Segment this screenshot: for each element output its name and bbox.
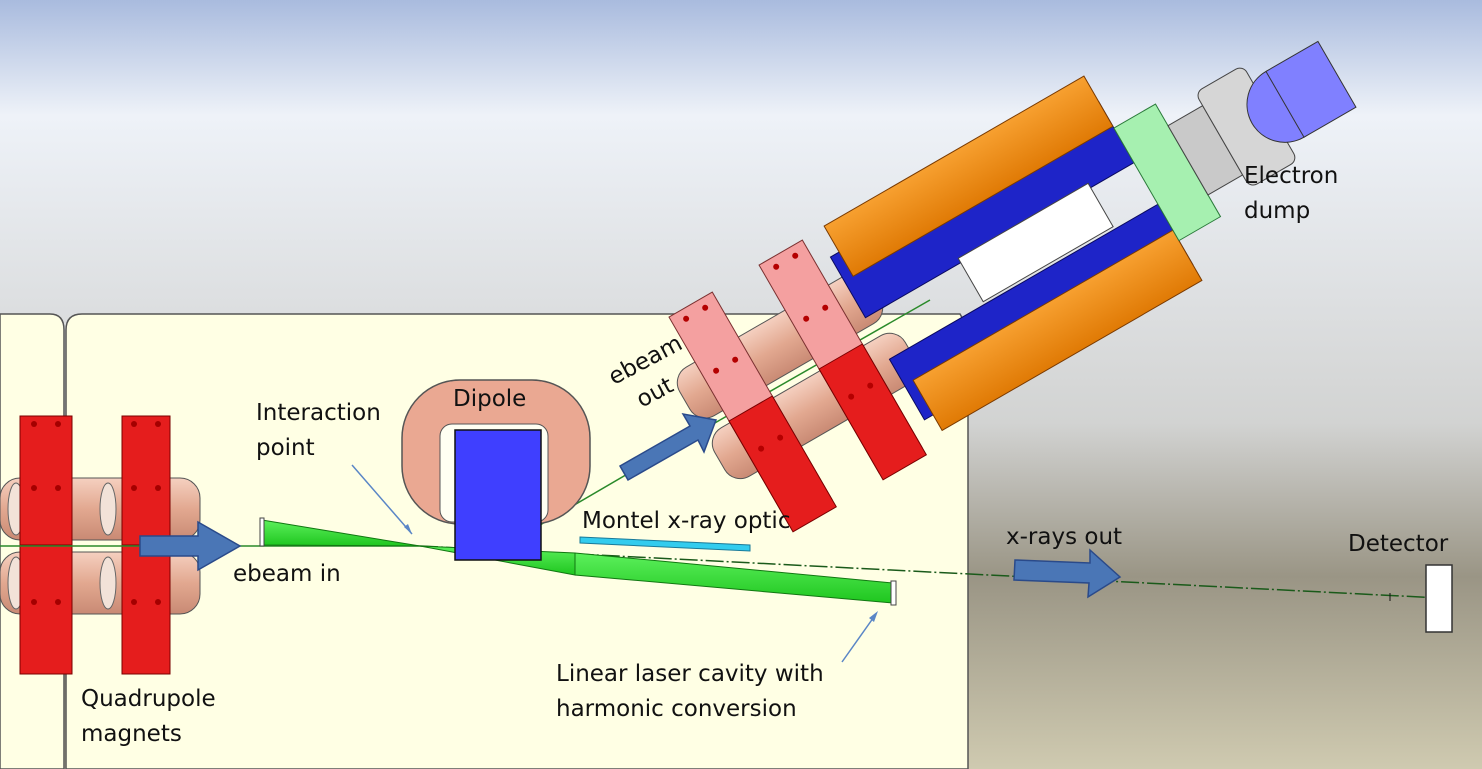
- quadrupole-label-line1: Quadrupole: [81, 686, 216, 712]
- interaction-point-pointer: [351, 464, 413, 535]
- detector-label: Detector: [1348, 531, 1449, 557]
- xrays-out-label: x-rays out: [1006, 524, 1123, 550]
- ebeam-in-arrow: [139, 520, 242, 572]
- ebeam-in-label: ebeam in: [233, 561, 341, 587]
- quadrupole-magnets: [0, 415, 201, 675]
- electron-dump-label: Electron dump: [1244, 159, 1338, 229]
- laser-cavity-label-line1: Linear laser cavity with: [556, 661, 824, 687]
- laser-cavity-label: Linear laser cavity with harmonic conver…: [556, 657, 824, 727]
- dipole-label: Dipole: [453, 386, 527, 412]
- electron-dump-label-line2: dump: [1244, 198, 1311, 224]
- electron-dump: [823, 40, 1357, 432]
- ebeam-out-arrow: [618, 412, 718, 482]
- laser-cavity-arrowhead: [869, 611, 878, 622]
- interaction-point-label-line1: Interaction: [256, 400, 381, 426]
- detector: [1389, 564, 1453, 633]
- outgoing-quadrupoles: [668, 239, 928, 533]
- interaction-point-label: Interaction point: [256, 396, 381, 466]
- interaction-point-arrowhead: [404, 524, 412, 534]
- quadrupole-label: Quadrupole magnets: [81, 682, 216, 752]
- laser-cavity-pointer: [841, 613, 877, 663]
- quadrupole-label-line2: magnets: [81, 721, 182, 747]
- interaction-point-label-line2: point: [256, 435, 315, 461]
- montel-optic: [579, 536, 751, 552]
- montel-label: Montel x-ray optic: [582, 508, 791, 534]
- xrays-out-arrow: [1013, 548, 1122, 599]
- electron-dump-label-line1: Electron: [1244, 163, 1339, 189]
- laser-cavity-label-line2: harmonic conversion: [556, 696, 797, 722]
- dipole-magnet: [401, 379, 591, 561]
